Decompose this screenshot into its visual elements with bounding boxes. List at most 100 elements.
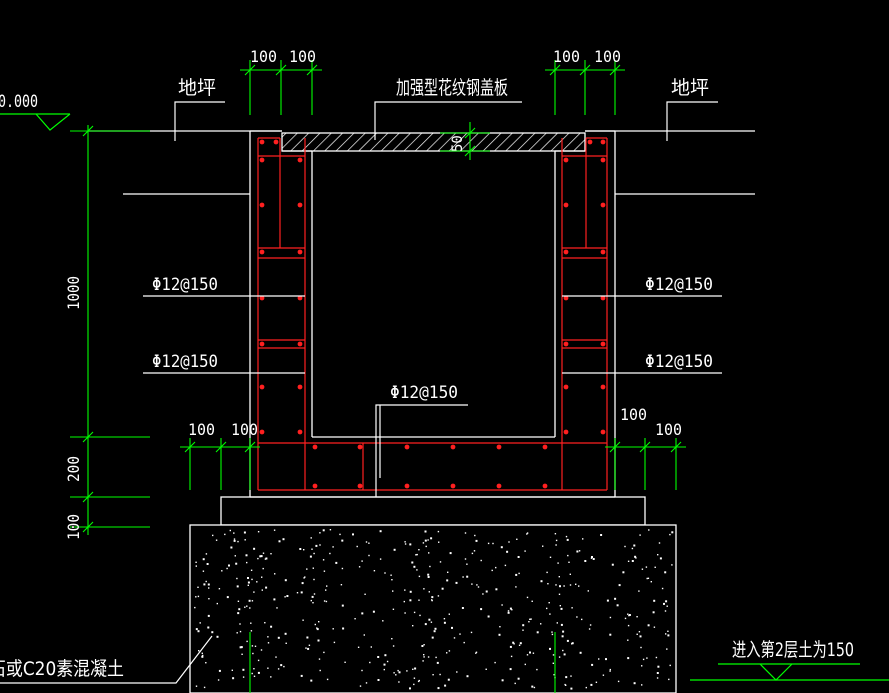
rebar-cage xyxy=(257,137,608,491)
aggregate-dot xyxy=(329,529,332,531)
aggregate-dot xyxy=(571,642,574,645)
aggregate-dot xyxy=(524,663,526,666)
aggregate-dot xyxy=(590,683,593,686)
aggregate-dot xyxy=(270,625,273,628)
aggregate-dot xyxy=(306,568,308,570)
aggregate-dot xyxy=(653,599,656,602)
aggregate-dot xyxy=(233,539,236,542)
aggregate-dot xyxy=(587,590,589,592)
aggregate-dot xyxy=(509,645,512,648)
aggregate-dot xyxy=(584,560,587,562)
aggregate-dot xyxy=(641,665,643,667)
aggregate-dot xyxy=(437,595,440,597)
aggregate-dot xyxy=(492,542,494,545)
aggregate-dot xyxy=(365,682,368,684)
aggregate-dot xyxy=(504,564,507,567)
aggregate-dot xyxy=(409,590,412,593)
aggregate-dot xyxy=(546,607,548,610)
aggregate-dot xyxy=(485,668,487,670)
aggregate-dot xyxy=(557,562,559,564)
aggregate-dot xyxy=(665,600,668,603)
aggregate-dot xyxy=(310,537,312,539)
aggregate-dot xyxy=(511,609,513,611)
aggregate-dot xyxy=(551,633,554,636)
aggregate-dot xyxy=(546,571,548,574)
aggregate-dot xyxy=(215,539,218,541)
aggregate-dot xyxy=(624,545,626,548)
aggregate-dot xyxy=(558,656,561,658)
aggregate-dot xyxy=(339,533,341,536)
aggregate-dot xyxy=(618,584,621,587)
aggregate-dot xyxy=(549,613,551,615)
aggregate-dot xyxy=(224,533,226,536)
aggregate-dot xyxy=(313,593,316,595)
aggregate-dot xyxy=(627,560,630,562)
aggregate-dot xyxy=(499,626,501,628)
aggregate-dot xyxy=(563,653,566,656)
aggregate-dot xyxy=(226,567,228,570)
aggregate-dot xyxy=(284,596,286,598)
aggregate-dot xyxy=(571,607,573,609)
aggregate-dot xyxy=(199,622,201,624)
rebar-label-right-lower: Φ12@150 xyxy=(645,352,713,372)
aggregate-dot xyxy=(554,533,557,535)
aggregate-dot xyxy=(195,561,197,563)
aggregate-dot xyxy=(459,633,461,635)
aggregate-dot xyxy=(507,611,510,614)
aggregate-dot xyxy=(244,606,246,608)
aggregate-dot xyxy=(425,545,427,548)
aggregate-dot xyxy=(665,633,667,635)
aggregate-dot xyxy=(201,652,203,654)
aggregate-dot xyxy=(274,573,276,575)
aggregate-dot xyxy=(369,661,371,664)
aggregate-dot xyxy=(310,679,313,682)
aggregate-dot xyxy=(654,566,656,568)
aggregate-dot xyxy=(655,656,658,659)
aggregate-dot xyxy=(195,565,197,567)
aggregate-dot xyxy=(428,552,430,554)
aggregate-dot xyxy=(254,645,257,647)
aggregate-dot xyxy=(202,558,205,561)
cover-thickness-label: 50 xyxy=(450,135,466,152)
aggregate-dot xyxy=(397,669,399,672)
aggregate-dot xyxy=(647,624,650,627)
aggregate-dot xyxy=(373,570,376,572)
aggregate-dot xyxy=(501,679,504,682)
aggregate-dot xyxy=(526,654,529,656)
aggregate-dot xyxy=(393,672,395,674)
aggregate-dot xyxy=(195,685,198,687)
aggregate-dot xyxy=(205,580,207,583)
aggregate-dot xyxy=(561,635,564,638)
aggregate-dot xyxy=(341,604,344,607)
aggregate-dot xyxy=(413,565,416,568)
aggregate-dot xyxy=(439,561,442,563)
aggregate-dot xyxy=(317,639,320,642)
aggregate-dot xyxy=(466,575,469,578)
aggregate-dot xyxy=(565,676,568,679)
aggregate-dot xyxy=(585,686,587,689)
aggregate-dot xyxy=(308,644,311,646)
aggregate-dot xyxy=(203,686,206,689)
aggregate-dot xyxy=(507,610,510,612)
aggregate-dot xyxy=(633,544,636,547)
aggregate-dot xyxy=(526,533,528,535)
aggregate-dot xyxy=(195,596,197,598)
cover-plate-label: 加强型花纹钢盖板 xyxy=(396,77,508,99)
ground-label-left: 地坪 xyxy=(178,77,216,99)
aggregate-dot xyxy=(653,626,656,628)
aggregate-dot xyxy=(482,593,484,595)
aggregate-dot xyxy=(273,529,276,531)
aggregate-dot xyxy=(559,585,561,588)
aggregate-dot xyxy=(403,600,405,603)
aggregate-dot xyxy=(198,650,200,652)
aggregate-dot xyxy=(437,530,440,533)
aggregate-dot xyxy=(515,573,518,576)
aggregate-dot xyxy=(664,610,667,612)
aggregate-dot xyxy=(300,674,303,677)
aggregate-dot xyxy=(398,671,401,674)
aggregate-dot xyxy=(600,534,603,536)
aggregate-dot xyxy=(669,533,671,536)
aggregate-dot xyxy=(498,633,501,636)
aggregate-dot xyxy=(578,585,580,587)
aggregate-dot xyxy=(532,652,535,654)
